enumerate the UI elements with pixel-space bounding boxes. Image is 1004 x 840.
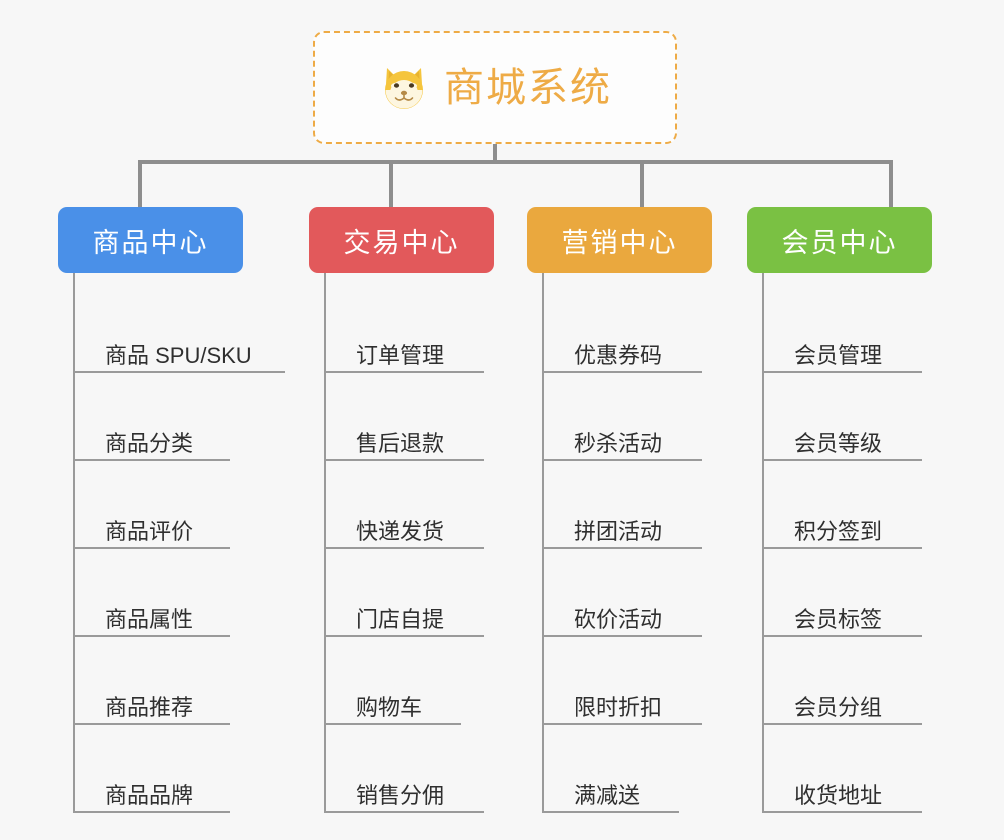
leaf-item[interactable]: 拼团活动	[544, 461, 712, 549]
leaf-underline	[75, 723, 230, 725]
leaf-underline	[544, 635, 702, 637]
leaf-label: 会员等级	[794, 431, 883, 456]
leaf-underline	[544, 371, 702, 373]
leaf-label: 秒杀活动	[574, 431, 663, 456]
connector-drop-product-center	[138, 160, 142, 209]
leaf-underline	[75, 459, 230, 461]
leaf-underline	[544, 811, 679, 813]
leaf-list-trade-center: 订单管理 售后退款 快递发货 门店自提 购物车 销售分佣	[324, 273, 494, 813]
leaf-item[interactable]: 收货地址	[764, 725, 932, 813]
leaf-item[interactable]: 订单管理	[326, 285, 494, 373]
category-label: 交易中心	[343, 227, 460, 258]
leaf-item[interactable]: 门店自提	[326, 549, 494, 637]
leaf-item[interactable]: 商品 SPU/SKU	[75, 285, 285, 373]
leaf-underline	[764, 371, 922, 373]
branch-column-trade-center: 交易中心 订单管理 售后退款 快递发货 门店自提 购物车	[309, 207, 494, 813]
leaf-underline	[75, 547, 230, 549]
leaf-item[interactable]: 会员分组	[764, 637, 932, 725]
category-header-member-center[interactable]: 会员中心	[747, 207, 932, 273]
category-header-trade-center[interactable]: 交易中心	[309, 207, 494, 273]
branch-column-marketing-center: 营销中心 优惠券码 秒杀活动 拼团活动 砍价活动 限时折扣	[527, 207, 712, 813]
leaf-item[interactable]: 限时折扣	[544, 637, 712, 725]
leaf-item[interactable]: 快递发货	[326, 461, 494, 549]
leaf-label: 限时折扣	[574, 695, 663, 720]
branch-column-product-center: 商品中心 商品 SPU/SKU 商品分类 商品评价 商品属性 商品推荐	[58, 207, 285, 813]
leaf-label: 满减送	[574, 783, 641, 808]
leaf-underline	[326, 811, 484, 813]
leaf-item[interactable]: 商品品牌	[75, 725, 252, 813]
leaf-underline	[326, 459, 484, 461]
leaf-item[interactable]: 优惠券码	[544, 285, 712, 373]
connector-drop-member-center	[889, 160, 893, 209]
leaf-label: 收货地址	[794, 783, 883, 808]
category-header-product-center[interactable]: 商品中心	[58, 207, 243, 273]
leaf-label: 会员标签	[794, 607, 883, 632]
leaf-item[interactable]: 购物车	[326, 637, 494, 725]
leaf-list-product-center: 商品 SPU/SKU 商品分类 商品评价 商品属性 商品推荐 商品品牌	[73, 273, 285, 813]
leaf-underline	[764, 635, 922, 637]
leaf-item[interactable]: 会员等级	[764, 373, 932, 461]
leaf-label: 会员分组	[794, 695, 883, 720]
leaf-label: 门店自提	[356, 607, 445, 632]
leaf-item[interactable]: 商品评价	[75, 461, 252, 549]
shiba-dog-icon	[378, 62, 430, 114]
connector-drop-trade-center	[389, 160, 393, 209]
category-label: 营销中心	[561, 227, 678, 258]
leaf-label: 商品属性	[105, 607, 194, 632]
leaf-underline	[764, 547, 922, 549]
leaf-item[interactable]: 会员标签	[764, 549, 932, 637]
leaf-label: 拼团活动	[574, 519, 663, 544]
category-label: 商品中心	[92, 227, 209, 258]
leaf-underline	[764, 811, 922, 813]
leaf-underline	[544, 547, 702, 549]
leaf-underline	[544, 459, 702, 461]
leaf-underline	[326, 635, 484, 637]
leaf-item[interactable]: 满减送	[544, 725, 712, 813]
leaf-label: 销售分佣	[356, 783, 445, 808]
leaf-underline	[326, 723, 461, 725]
leaf-item[interactable]: 商品属性	[75, 549, 252, 637]
leaf-underline	[544, 723, 702, 725]
connector-horizontal-bus	[138, 160, 893, 164]
leaf-item[interactable]: 商品推荐	[75, 637, 252, 725]
leaf-underline	[75, 371, 285, 373]
leaf-label: 商品 SPU/SKU	[105, 343, 252, 368]
leaf-underline	[75, 811, 230, 813]
connector-root-stem	[493, 144, 497, 162]
leaf-underline	[764, 723, 922, 725]
root-title: 商城系统	[444, 65, 612, 110]
leaf-underline	[326, 371, 484, 373]
leaf-underline	[75, 635, 230, 637]
leaf-label: 商品评价	[105, 519, 194, 544]
category-label: 会员中心	[781, 227, 898, 258]
leaf-underline	[326, 547, 484, 549]
leaf-item[interactable]: 砍价活动	[544, 549, 712, 637]
leaf-item[interactable]: 商品分类	[75, 373, 252, 461]
leaf-item[interactable]: 积分签到	[764, 461, 932, 549]
leaf-item[interactable]: 售后退款	[326, 373, 494, 461]
leaf-label: 优惠券码	[574, 343, 663, 368]
category-header-marketing-center[interactable]: 营销中心	[527, 207, 712, 273]
leaf-label: 快递发货	[356, 519, 445, 544]
leaf-label: 积分签到	[794, 519, 883, 544]
branch-column-member-center: 会员中心 会员管理 会员等级 积分签到 会员标签 会员分组	[747, 207, 932, 813]
leaf-label: 砍价活动	[574, 607, 663, 632]
leaf-label: 商品品牌	[105, 783, 194, 808]
leaf-item[interactable]: 销售分佣	[326, 725, 494, 813]
leaf-label: 会员管理	[794, 343, 883, 368]
leaf-list-member-center: 会员管理 会员等级 积分签到 会员标签 会员分组 收货地址	[762, 273, 932, 813]
leaf-label: 订单管理	[356, 343, 445, 368]
leaf-label: 商品分类	[105, 431, 194, 456]
leaf-label: 售后退款	[356, 431, 445, 456]
leaf-item[interactable]: 秒杀活动	[544, 373, 712, 461]
leaf-label: 购物车	[356, 695, 423, 720]
root-node[interactable]: 商城系统	[313, 31, 677, 144]
connector-drop-marketing-center	[640, 160, 644, 209]
leaf-item[interactable]: 会员管理	[764, 285, 932, 373]
leaf-underline	[764, 459, 922, 461]
leaf-list-marketing-center: 优惠券码 秒杀活动 拼团活动 砍价活动 限时折扣 满减送	[542, 273, 712, 813]
leaf-label: 商品推荐	[105, 695, 194, 720]
